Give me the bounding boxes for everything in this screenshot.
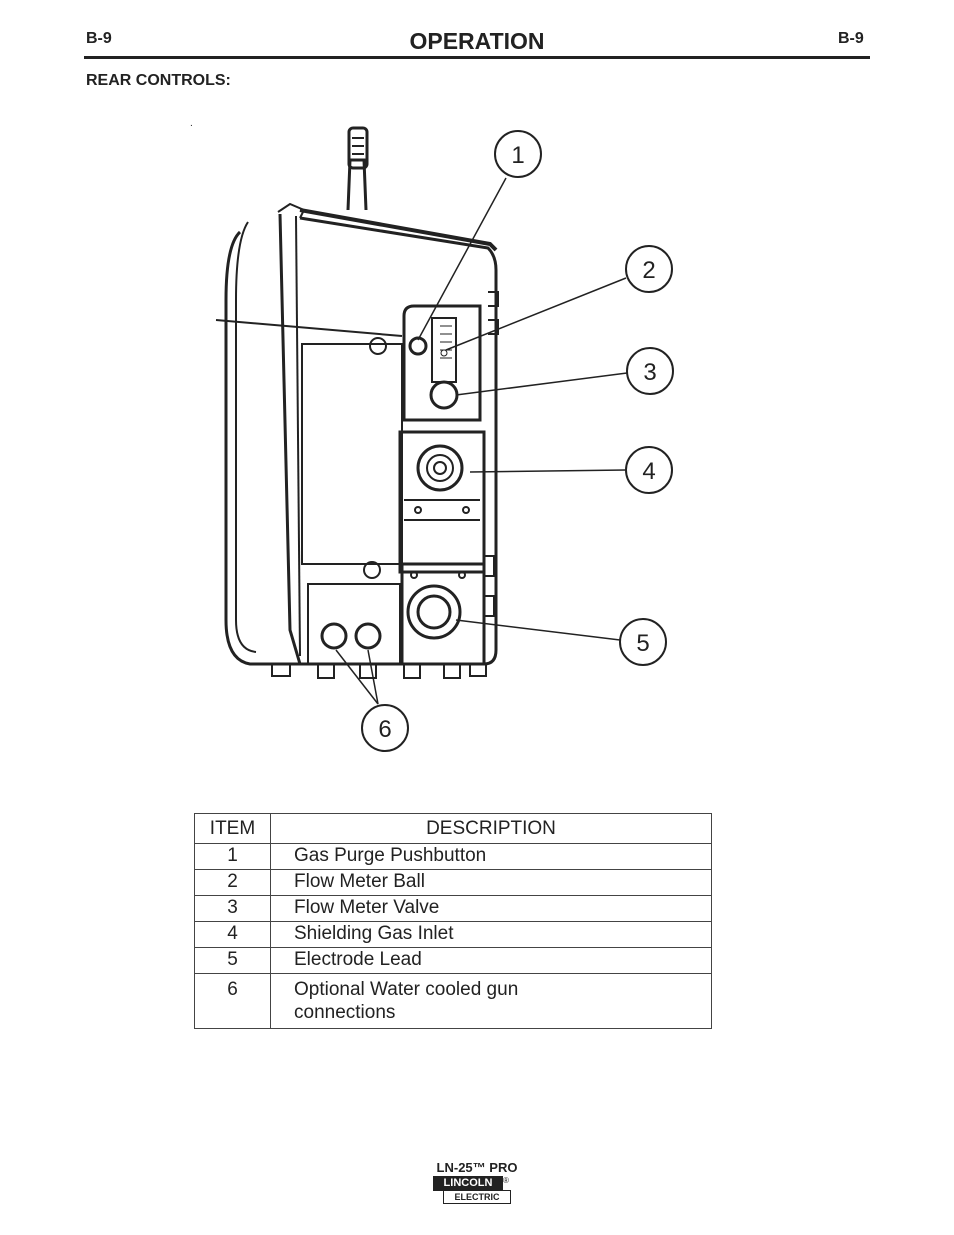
section-title: REAR CONTROLS: bbox=[86, 72, 231, 89]
callout-circle-4 bbox=[625, 446, 673, 494]
logo-registered-mark: ® bbox=[503, 1176, 509, 1185]
page-number-left: B-9 bbox=[86, 30, 112, 47]
callout-circle-1 bbox=[494, 130, 542, 178]
rear-controls-diagram: 1 2 3 4 5 6 bbox=[215, 126, 674, 752]
column-header-description: DESCRIPTION bbox=[270, 813, 712, 844]
callout-label-3: 3 bbox=[643, 359, 656, 386]
leader-lines bbox=[335, 177, 628, 705]
callout-label-5: 5 bbox=[636, 630, 649, 657]
logo-top-text: LINCOLN bbox=[433, 1176, 503, 1191]
callout-label-6: 6 bbox=[378, 716, 391, 743]
table-row: 6 Optional Water cooled gun connections bbox=[194, 973, 712, 1029]
item-number: 1 bbox=[194, 843, 271, 870]
footer-model-name: LN-25™ PRO bbox=[436, 1160, 518, 1175]
table-row: 3 Flow Meter Valve bbox=[194, 895, 712, 922]
item-description: Optional Water cooled gun connections bbox=[270, 973, 712, 1029]
callouts: 1 2 3 4 5 6 bbox=[361, 130, 674, 752]
callout-label-2: 2 bbox=[642, 257, 655, 284]
header-rule bbox=[84, 56, 870, 59]
item-description-line-1: Optional Water cooled gun bbox=[294, 979, 519, 1000]
table-row: 4 Shielding Gas Inlet bbox=[194, 921, 712, 948]
callout-circle-5 bbox=[619, 618, 667, 666]
page-number-right: B-9 bbox=[838, 30, 864, 47]
item-number: 4 bbox=[194, 921, 271, 948]
item-number: 2 bbox=[194, 869, 271, 896]
lincoln-electric-logo: LINCOLN ® ELECTRIC bbox=[433, 1176, 511, 1204]
item-number: 6 bbox=[194, 973, 271, 1029]
item-description: Electrode Lead bbox=[270, 947, 712, 974]
item-number: 5 bbox=[194, 947, 271, 974]
item-description: Flow Meter Ball bbox=[270, 869, 712, 896]
callout-label-1: 1 bbox=[511, 142, 524, 169]
item-description: Flow Meter Valve bbox=[270, 895, 712, 922]
callout-label-4: 4 bbox=[642, 458, 655, 485]
callout-circle-6 bbox=[361, 704, 409, 752]
parts-table: ITEM DESCRIPTION 1 Gas Purge Pushbutton … bbox=[194, 813, 712, 1029]
page-title: OPERATION bbox=[409, 28, 545, 54]
table-row: 5 Electrode Lead bbox=[194, 947, 712, 974]
item-description: Shielding Gas Inlet bbox=[270, 921, 712, 948]
logo-bottom-text: ELECTRIC bbox=[443, 1190, 511, 1204]
stray-mark: . bbox=[190, 118, 193, 129]
callout-circle-3 bbox=[626, 347, 674, 395]
item-number: 3 bbox=[194, 895, 271, 922]
item-description-line-2: connections bbox=[294, 1002, 396, 1023]
wire-feeder-drawing bbox=[215, 126, 499, 679]
callout-circle-2 bbox=[625, 245, 673, 293]
table-row: 2 Flow Meter Ball bbox=[194, 869, 712, 896]
table-row: 1 Gas Purge Pushbutton bbox=[194, 843, 712, 870]
table-header-row: ITEM DESCRIPTION bbox=[194, 813, 712, 844]
item-description: Gas Purge Pushbutton bbox=[270, 843, 712, 870]
column-header-item: ITEM bbox=[194, 813, 271, 844]
